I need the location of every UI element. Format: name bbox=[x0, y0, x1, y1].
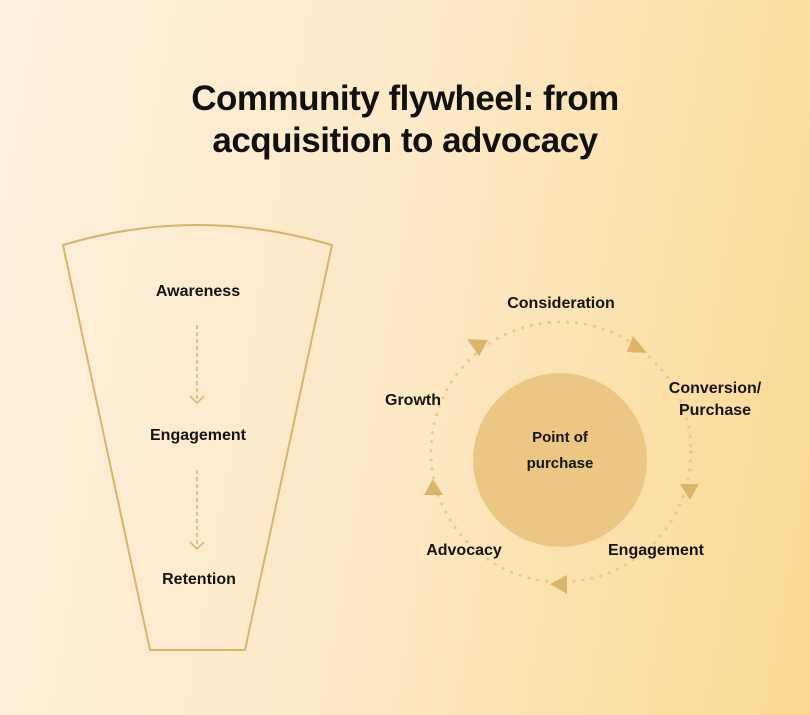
title-line-2: acquisition to advocacy bbox=[212, 121, 598, 160]
center-line-1: Point of bbox=[532, 429, 588, 446]
flywheel-stage-engagement: Engagement bbox=[607, 542, 705, 559]
funnel-arrow-2 bbox=[189, 470, 205, 551]
conversion-line-1: Conversion/ bbox=[668, 380, 762, 397]
funnel-outline bbox=[61, 224, 334, 651]
arrow-icon bbox=[550, 575, 567, 594]
arrow-icon bbox=[627, 336, 647, 353]
page-title: Community flywheel: from acquisition to … bbox=[0, 78, 810, 162]
arrow-icon bbox=[680, 484, 699, 500]
center-line-2: purchase bbox=[526, 455, 594, 472]
flywheel-stage-conversion: Conversion/ Purchase bbox=[669, 378, 761, 422]
flywheel-center-label: Point of purchase bbox=[527, 425, 594, 477]
funnel-stage-engagement: Engagement bbox=[149, 427, 247, 444]
point-of-purchase-circle bbox=[473, 373, 647, 547]
flywheel-stage-consideration: Consideration bbox=[507, 295, 615, 312]
arrow-icon bbox=[467, 339, 488, 356]
funnel-arrow-1 bbox=[189, 325, 205, 405]
conversion-line-2: Purchase bbox=[678, 402, 752, 419]
arrow-icon bbox=[424, 479, 443, 495]
flywheel-stage-growth: Growth bbox=[385, 392, 441, 409]
funnel-stage-awareness: Awareness bbox=[155, 283, 241, 300]
flywheel-dotted-ring bbox=[429, 320, 693, 584]
funnel-stage-retention: Retention bbox=[162, 571, 236, 588]
title-line-1: Community flywheel: from bbox=[191, 79, 619, 118]
flywheel-stage-advocacy: Advocacy bbox=[426, 542, 502, 559]
